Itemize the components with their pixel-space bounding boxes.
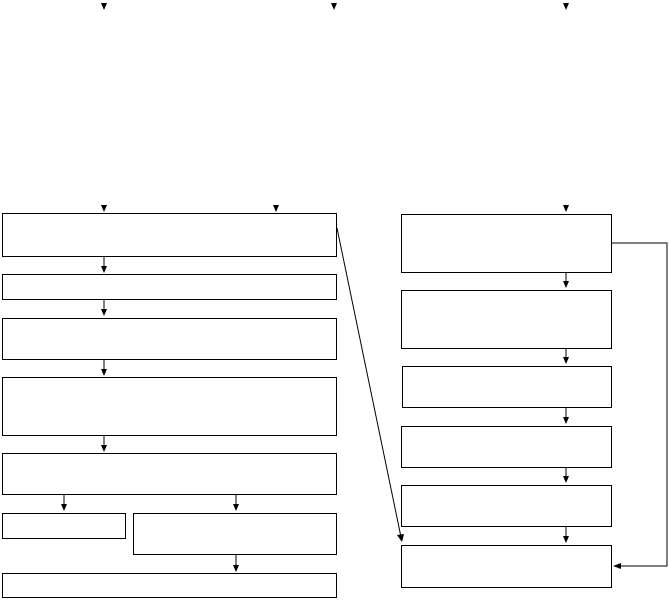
top-arrowhead-middle: [331, 3, 337, 10]
top-arrowhead-left: [101, 3, 107, 10]
incoming-arrowhead-left-1: [101, 205, 107, 212]
connector-left-1-to-right-6: [336, 227, 402, 538]
right-box-4: [401, 426, 612, 468]
incoming-arrowhead-right-1: [563, 205, 569, 212]
arrowhead-right-3-4: [563, 417, 569, 424]
arrowhead-left-5-6a: [61, 504, 67, 511]
arrowhead-right-1-2: [563, 281, 569, 288]
arrowhead-right-2-3: [563, 357, 569, 364]
right-box-2: [401, 290, 612, 349]
arrowhead-right-4-5: [563, 476, 569, 483]
right-box-1: [401, 214, 612, 273]
right-box-6: [401, 545, 612, 588]
arrowhead-left-2-3: [101, 309, 107, 316]
arrowhead-right-loop: [613, 563, 621, 569]
arrowhead-right-5-6: [563, 536, 569, 543]
arrowhead-left-4-5: [101, 445, 107, 452]
left-box-2: [2, 274, 337, 300]
arrowhead-left-1-to-right-6: [397, 534, 404, 542]
left-box-1: [2, 213, 337, 257]
arrowhead-left-5-6b: [233, 504, 239, 511]
left-box-3: [2, 318, 337, 360]
left-box-7: [2, 573, 337, 598]
right-box-3: [402, 366, 612, 408]
top-arrowhead-right: [563, 3, 569, 10]
left-box-6a: [2, 513, 126, 539]
arrowhead-left-3-4: [101, 369, 107, 376]
incoming-arrowhead-left-2: [273, 205, 279, 212]
right-box-5: [401, 485, 612, 527]
connector-right-1-loop-to-right-6: [612, 242, 668, 567]
arrowhead-left-1-2: [101, 266, 107, 273]
arrowhead-left-6b-7: [233, 565, 239, 572]
left-box-4: [2, 377, 337, 436]
left-box-6b: [133, 513, 337, 555]
left-box-5: [2, 453, 337, 495]
